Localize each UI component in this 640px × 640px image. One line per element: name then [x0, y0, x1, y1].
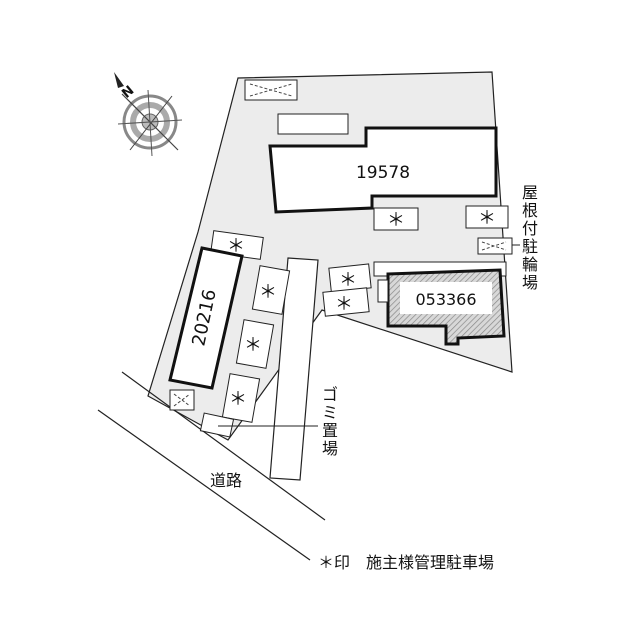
road-edge-lower: [97, 409, 311, 561]
vertical-char: ゴ: [322, 385, 338, 404]
svg-text:＊: ＊: [259, 282, 277, 303]
vertical-char: ミ: [322, 403, 338, 422]
label-garbage: ゴミ置場: [322, 385, 338, 458]
svg-text:＊: ＊: [387, 210, 405, 231]
svg-text:＊: ＊: [335, 294, 353, 315]
vertical-char: 根: [522, 201, 538, 220]
parking-space: ＊: [251, 265, 291, 315]
label-road: 道路: [210, 471, 242, 490]
vertical-char: 場: [322, 439, 338, 458]
parking-space: ＊: [221, 373, 261, 423]
road-edge-upper: [121, 371, 326, 521]
legend-text: ＊印 施主様管理駐車場: [318, 553, 494, 572]
vertical-char: 駐: [522, 237, 538, 256]
parking-space: ＊: [465, 205, 509, 229]
driveway: [269, 257, 319, 481]
motorbike-space-bottom: [169, 389, 195, 411]
building-20216: ＊ 20216: [168, 230, 264, 390]
svg-text:ゴミ置場: ゴミ置場: [322, 385, 338, 458]
vertical-char: 置: [322, 421, 338, 440]
building-053366: 053366: [373, 261, 507, 346]
bicycle-slot: [477, 237, 513, 255]
vertical-char: 屋: [522, 183, 538, 202]
garbage-area: [199, 412, 318, 438]
motorbike-space-top: [244, 79, 298, 101]
svg-text:＊: ＊: [478, 208, 496, 229]
svg-text:＊: ＊: [339, 270, 357, 291]
svg-text:＊: ＊: [229, 389, 247, 410]
vertical-char: 輪: [522, 255, 538, 274]
label-bicycle-parking: 屋根付駐輪場: [522, 183, 538, 292]
svg-text:＊: ＊: [227, 236, 245, 257]
parking-space: ＊: [328, 263, 372, 293]
vertical-char: 場: [522, 273, 538, 292]
parking-space: ＊: [373, 207, 419, 231]
building-number-19578: 19578: [356, 163, 410, 183]
vertical-char: 付: [522, 219, 538, 238]
svg-text:屋根付駐輪場: 屋根付駐輪場: [522, 183, 538, 292]
parking-space: ＊: [235, 319, 275, 369]
compass-rose-icon: N: [114, 72, 183, 157]
svg-text:＊: ＊: [244, 335, 262, 356]
building-19578: 19578: [268, 113, 498, 214]
building-number-053366: 053366: [415, 290, 476, 309]
parking-space: ＊: [322, 287, 370, 317]
